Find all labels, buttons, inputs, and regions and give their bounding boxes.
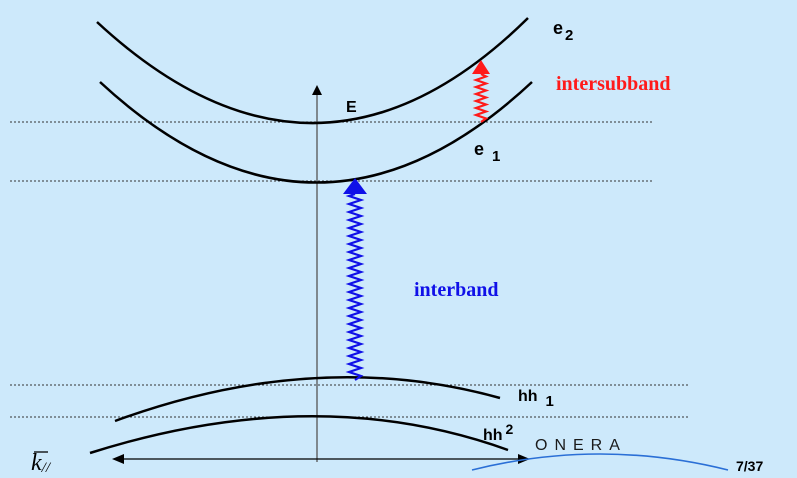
energy-axis-label: E [346,99,357,116]
e2-band-curve [96,17,529,125]
intersubband-label: intersubband [556,73,671,95]
intersubband-wave [472,73,490,123]
k-axis-label: k// [31,450,52,476]
slide-number: 7/37 [736,458,763,474]
interband-arrowhead [343,178,367,194]
hh2-band-curve [89,415,509,455]
onera-logo-arc [471,453,729,471]
onera-logo: ONERA [535,437,627,454]
intersubband-arrowhead [472,60,490,74]
k-axis-left-arrowhead [112,454,124,464]
interband-wave [345,192,365,381]
hh1-band-curve [114,375,501,423]
interband-label: interband [414,279,498,301]
energy-axis-arrowhead [312,85,322,95]
e1-band-curve [99,81,533,184]
